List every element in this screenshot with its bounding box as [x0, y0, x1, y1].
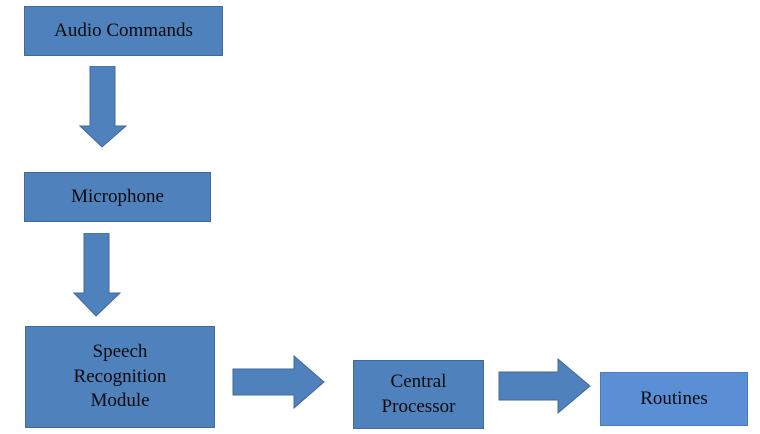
arrow-down-icon [72, 233, 122, 317]
arrow-right-icon [232, 355, 325, 409]
speech-recognition-line-2: Recognition [73, 365, 167, 387]
central-processor-box: Central Processor [353, 360, 484, 429]
routines-label: Routines [640, 387, 708, 409]
central-processor-line-1: Central [390, 370, 447, 392]
arrow-down-icon [78, 66, 128, 148]
speech-recognition-line-1: Speech [92, 340, 148, 362]
microphone-box: Microphone [24, 172, 211, 222]
arrow-right-icon [498, 358, 591, 414]
speech-recognition-line-3: Module [90, 390, 150, 412]
audio-commands-label: Audio Commands [54, 19, 193, 41]
audio-commands-box: Audio Commands [24, 6, 223, 56]
central-processor-line-2: Processor [381, 395, 456, 417]
microphone-label: Microphone [71, 185, 164, 207]
speech-recognition-module-box: Speech Recognition Module [25, 326, 215, 428]
routines-box: Routines [600, 372, 748, 426]
